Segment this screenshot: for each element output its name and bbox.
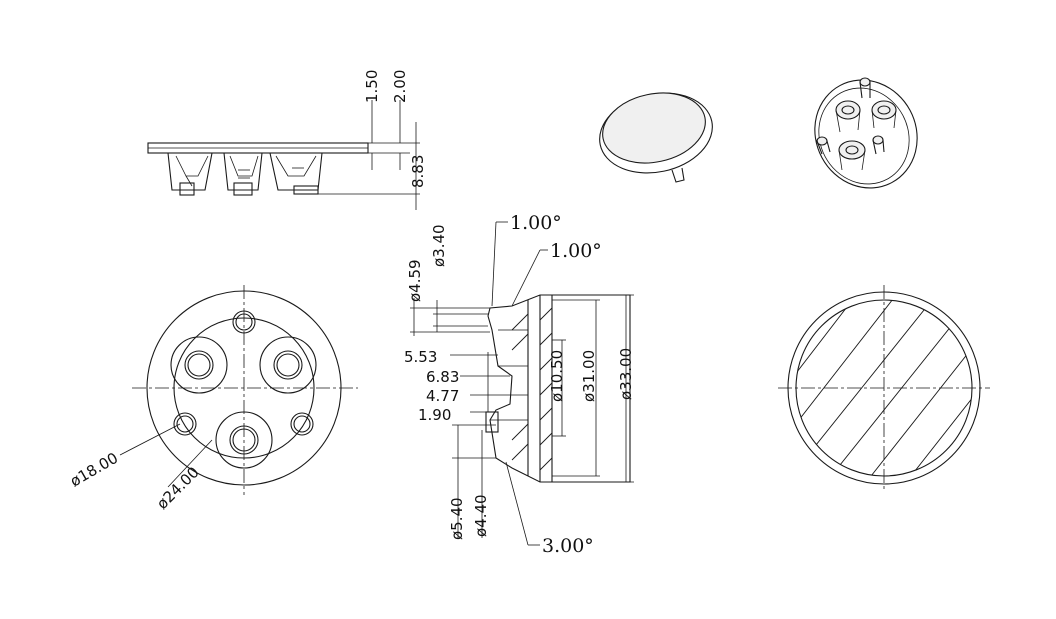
dim-dia-3-40: ø3.40 xyxy=(430,224,448,267)
dim-dia-18: ø18.00 xyxy=(67,449,121,491)
dim-1-50: 1.50 xyxy=(363,70,381,103)
dim-5-53: 5.53 xyxy=(404,348,437,366)
dim-dia-4-59: ø4.59 xyxy=(406,259,424,302)
angle-top-2: 1.00° xyxy=(550,240,602,262)
iso-view-bottom xyxy=(814,77,918,189)
dim-dia-24: ø24.00 xyxy=(153,463,203,513)
dim-dia-33-00: ø33.00 xyxy=(617,348,635,400)
angle-bottom: 3.00° xyxy=(542,535,594,557)
dim-1-90: 1.90 xyxy=(418,406,451,424)
dim-4-77: 4.77 xyxy=(426,387,459,405)
dim-dia-4-40: ø4.40 xyxy=(472,494,490,537)
top-view xyxy=(778,285,990,492)
dim-dia-10-50: ø10.50 xyxy=(548,350,566,402)
side-view: 1.50 2.00 8.83 xyxy=(147,70,427,210)
dim-2-00: 2.00 xyxy=(391,70,409,103)
section-hatch xyxy=(511,307,553,471)
section-view: ø4.59 ø3.40 5.53 6.83 4.77 1.90 ø10.50 ø… xyxy=(404,212,635,557)
front-view: ø18.00 ø24.00 xyxy=(67,285,358,513)
dim-dia-31-00: ø31.00 xyxy=(580,350,598,402)
iso-view-top xyxy=(599,92,713,183)
dim-8-83: 8.83 xyxy=(409,155,427,188)
angle-top-1: 1.00° xyxy=(510,212,562,234)
dim-6-83: 6.83 xyxy=(426,368,459,386)
dim-dia-5-40: ø5.40 xyxy=(448,497,466,540)
